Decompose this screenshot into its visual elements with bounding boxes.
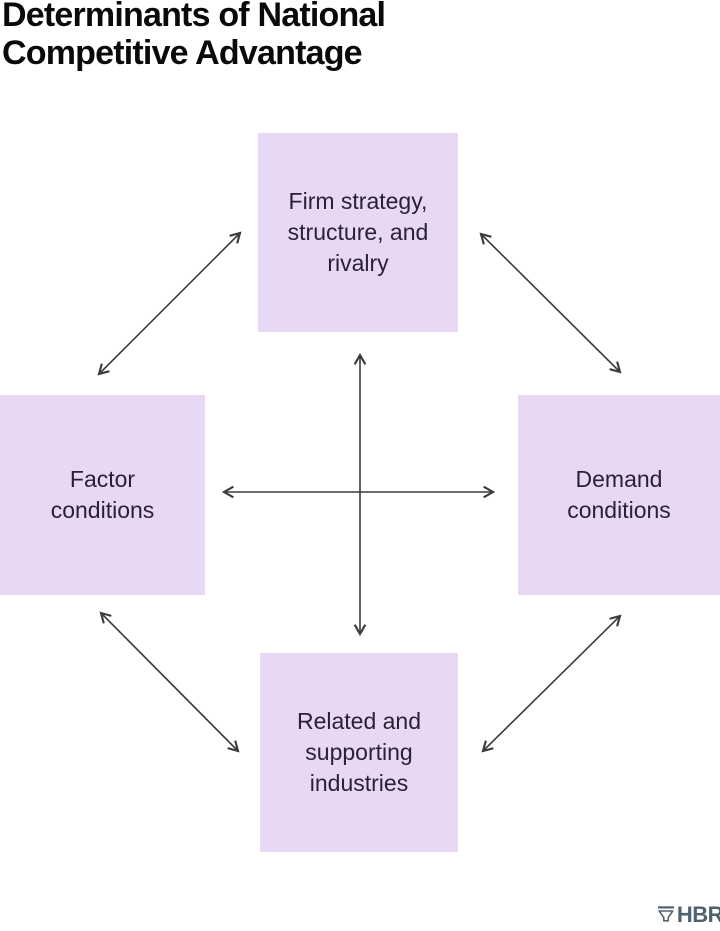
page-title: Determinants of National Competitive Adv… (2, 0, 386, 72)
hbr-shield-icon (657, 906, 674, 922)
box-demand-conditions: Demand conditions (518, 395, 720, 595)
arrow-diagonal-bottom-left (99, 611, 240, 753)
arrow-diagonal-top-left (97, 231, 242, 376)
hbr-logo: HBR (657, 904, 720, 926)
arrow-diagonal-top-right (479, 232, 622, 374)
hbr-logo-text: HBR (676, 902, 720, 927)
box-related-supporting-industries: Related and supporting industries (260, 653, 458, 852)
box-firm-strategy-structure-rivalry: Firm strategy, structure, and rivalry (258, 133, 458, 332)
arrow-diagonal-bottom-right (481, 614, 622, 753)
box-factor-conditions: Factor conditions (0, 395, 205, 595)
